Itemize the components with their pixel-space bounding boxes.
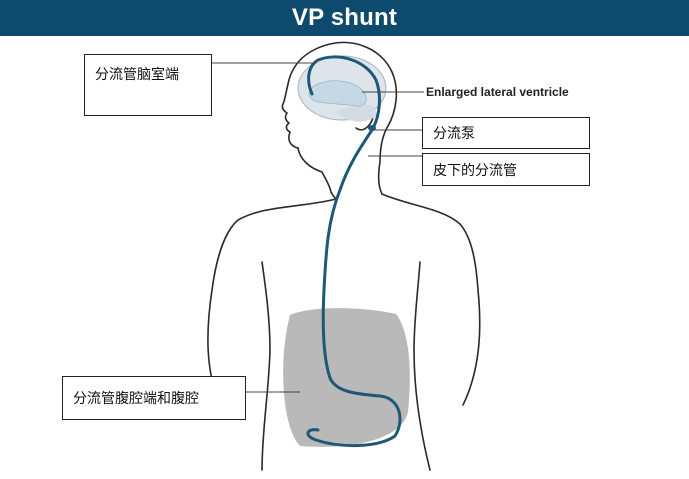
title-bar: VP shunt xyxy=(0,0,689,36)
callout-peritoneal-end: 分流管腹腔端和腹腔 xyxy=(62,376,246,420)
abdominal-cavity xyxy=(283,308,410,447)
callout-subcutaneous-tube: 皮下的分流管 xyxy=(422,153,590,186)
shunt-tube xyxy=(306,55,402,448)
label-enlarged-ventricle: Enlarged lateral ventricle xyxy=(426,85,569,99)
callout-pump-text: 分流泵 xyxy=(433,126,475,142)
cerebellum xyxy=(336,104,377,122)
callout-pump: 分流泵 xyxy=(422,117,590,149)
callout-ventricular-end: 分流管脑室端 xyxy=(84,54,212,116)
diagram-title: VP shunt xyxy=(291,4,398,31)
body-outline xyxy=(207,41,481,471)
head-outline xyxy=(297,147,337,200)
leader-lines xyxy=(212,62,424,393)
neck-back xyxy=(377,125,389,195)
left-torso xyxy=(261,261,271,471)
callout-ventricular-end-text: 分流管脑室端 xyxy=(95,67,179,83)
left-shoulder-arm xyxy=(207,198,337,406)
enlarged-ventricle xyxy=(308,80,367,107)
callout-subcutaneous-tube-text: 皮下的分流管 xyxy=(433,162,517,179)
right-shoulder-arm xyxy=(381,193,481,406)
right-torso xyxy=(413,261,431,471)
face-profile xyxy=(281,41,398,149)
callout-peritoneal-end-text: 分流管腹腔端和腹腔 xyxy=(73,391,199,407)
